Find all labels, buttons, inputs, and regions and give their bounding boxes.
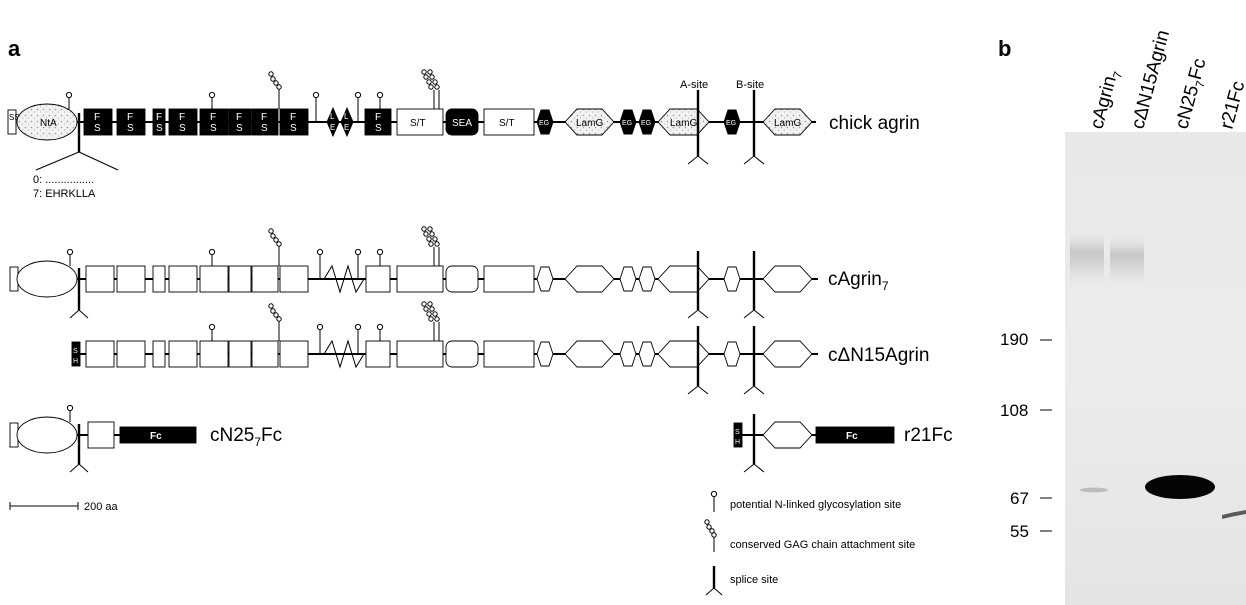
gag-site-2 (421, 69, 440, 109)
marker-67: 67 (1010, 489, 1029, 508)
st-domain-2 (483, 108, 535, 136)
r21fc-construct: S H Fc r21Fc (733, 414, 953, 473)
svg-text:Fc: Fc (150, 431, 162, 442)
svg-text:S: S (156, 123, 163, 134)
band-lane2-smear (1110, 232, 1144, 288)
svg-text:F: F (290, 112, 296, 123)
cagrin7-construct: cAgrin7 (9, 226, 889, 319)
band-lane1-smear (1070, 228, 1104, 288)
gag-site-1 (268, 71, 282, 109)
svg-text:H: H (73, 358, 78, 365)
nta-domain (16, 103, 78, 141)
svg-text:F: F (179, 112, 185, 123)
svg-text:S: S (236, 123, 243, 134)
splice-inset-0: 0: ................ (33, 174, 94, 186)
follistatin-domains: FS FS FS FS FS FS FS FS (83, 108, 309, 136)
legend-splice: splice site (730, 574, 778, 586)
splice-inset-7: 7: EHRKLLA (33, 188, 96, 200)
chick-agrin-label: chick agrin (829, 113, 920, 134)
signal-sequence-domain (7, 109, 17, 135)
svg-text:Fc: Fc (846, 431, 858, 442)
lamg-domain-1 (564, 108, 615, 136)
legend-glyco: potential N-linked glycosylation site (730, 499, 901, 511)
marker-108: 108 (1000, 401, 1028, 420)
svg-text:S: S (94, 123, 101, 134)
svg-text:NtA: NtA (40, 118, 57, 129)
panel-a-label: a (8, 36, 21, 61)
band-lane3 (1145, 475, 1215, 499)
svg-text:EG: EG (641, 120, 651, 127)
svg-text:SEA: SEA (452, 118, 472, 129)
svg-text:S: S (375, 123, 382, 134)
scale-bar: 200 aa (9, 501, 119, 513)
svg-text:L: L (330, 112, 335, 121)
svg-text:F: F (210, 112, 216, 123)
svg-text:F: F (127, 112, 133, 123)
svg-text:S: S (73, 348, 78, 355)
legend: potential N-linked glycosylation site co… (704, 490, 915, 596)
lamg-domain-3 (762, 108, 813, 136)
svg-text:EG: EG (539, 120, 549, 127)
svg-text:LamG: LamG (670, 118, 697, 129)
svg-text:LamG: LamG (576, 118, 603, 129)
svg-text:S: S (261, 123, 268, 134)
cn25fc-construct: Fc cN257Fc (9, 404, 282, 473)
svg-text:S: S (179, 123, 186, 134)
marker-55: 55 (1010, 522, 1029, 541)
svg-text:F: F (94, 112, 100, 123)
svg-text:S: S (127, 123, 134, 134)
lane-label-3: cN257Fc (1172, 56, 1214, 132)
lane-label-2: cΔN15Agrin (1128, 28, 1175, 131)
cdn15agrin-construct: S H (71, 301, 929, 395)
panel-b-label: b (998, 36, 1011, 61)
svg-text:F: F (156, 112, 162, 123)
svg-text:S: S (735, 429, 740, 436)
svg-text:F: F (236, 112, 242, 123)
svg-text:S: S (210, 123, 217, 134)
blot-membrane (1065, 132, 1246, 605)
svg-text:200 aa: 200 aa (84, 501, 119, 513)
svg-text:EG: EG (726, 120, 736, 127)
cdn15agrin-label: cΔN15Agrin (828, 345, 929, 366)
cn25fc-label: cN257Fc (210, 425, 282, 449)
svg-text:E: E (330, 123, 335, 132)
sea-domain (445, 108, 479, 136)
marker-190: 190 (1000, 330, 1028, 349)
lane-label-4: r21Fc (1217, 79, 1246, 131)
svg-text:S/T: S/T (410, 118, 426, 129)
st-domain-1 (396, 108, 444, 136)
svg-text:EG: EG (622, 120, 632, 127)
band-lane1-faint (1080, 487, 1108, 493)
cagrin7-label: cAgrin7 (828, 269, 889, 293)
b-site-label: B-site (736, 79, 764, 91)
svg-text:LamG: LamG (774, 118, 801, 129)
lamg-domain-2 (657, 108, 710, 136)
svg-text:L: L (344, 112, 349, 121)
chick-agrin-construct: SS NtA FS FS FS FS FS FS FS FS (7, 69, 920, 200)
band-lane4 (1222, 510, 1246, 519)
svg-text:SS: SS (9, 113, 20, 122)
svg-text:F: F (261, 112, 267, 123)
western-blot: cAgrin7 cΔN15Agrin cN257Fc r21Fc 190 108… (1000, 28, 1246, 605)
svg-text:E: E (344, 123, 349, 132)
lane-label-1: cAgrin7 (1087, 67, 1126, 132)
svg-text:S/T: S/T (499, 118, 515, 129)
svg-text:F: F (375, 112, 381, 123)
r21fc-label: r21Fc (904, 425, 953, 446)
svg-text:H: H (735, 439, 740, 446)
svg-text:S: S (290, 123, 297, 134)
legend-gag: conserved GAG chain attachment site (730, 539, 915, 551)
a-site-label: A-site (680, 79, 708, 91)
